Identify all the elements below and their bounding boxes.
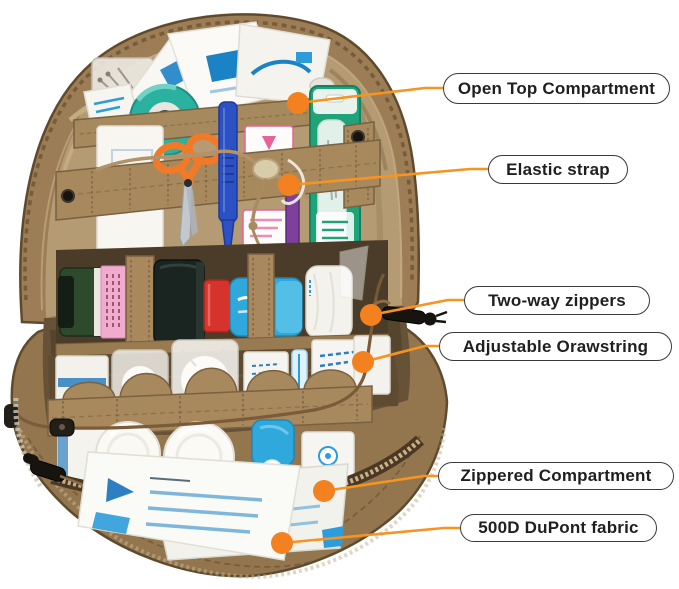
scissors [152, 133, 225, 247]
callout-overlay [271, 86, 488, 554]
callout-label-zippered-compartment: Zippered Compartment [438, 462, 674, 490]
zipper-compartment-packets [77, 451, 349, 561]
callout-label-elastic-strap: Elastic strap [488, 155, 628, 184]
leader-line-dupont-fabric [281, 526, 460, 545]
callout-label-two-way-zippers: Two-way zippers [464, 286, 650, 315]
callout-label-dupont-fabric: 500D DuPont fabric [460, 514, 657, 542]
callout-marker-open-top-compartment [287, 92, 309, 114]
protruding-packet-over [77, 451, 301, 561]
callout-marker-two-way-zippers [360, 304, 382, 326]
left-edge-toggle [4, 404, 18, 428]
leader-line-elastic-strap [288, 167, 488, 187]
callout-label-open-top-compartment: Open Top Compartment [443, 73, 670, 104]
leader-line-open-top-compartment [297, 86, 443, 105]
green-bottle [58, 265, 127, 339]
leader-line-zippered-compartment [323, 474, 438, 493]
leader-line-adjustable-drawstring [362, 344, 439, 364]
callout-marker-dupont-fabric [271, 532, 293, 554]
zipper-slider-left [22, 453, 66, 482]
bottle-strap-right [247, 253, 275, 351]
leader-line-two-way-zippers [370, 298, 464, 317]
wrapped-gauze-roll [305, 245, 369, 339]
bandage-packet-right [235, 23, 331, 105]
dark-bottle [153, 259, 205, 345]
cord-toggle [252, 158, 280, 180]
callout-marker-adjustable-drawstring [352, 351, 374, 373]
red-cap-bottle [203, 279, 231, 333]
bottle-row [55, 240, 389, 361]
elastic-webbing-band [55, 139, 381, 221]
bottle-strap-left [125, 255, 155, 351]
callout-label-adjustable-drawstring: Adjustable Orawstring [439, 332, 672, 361]
callout-marker-elastic-strap [278, 174, 300, 196]
callout-marker-zippered-compartment [313, 480, 335, 502]
